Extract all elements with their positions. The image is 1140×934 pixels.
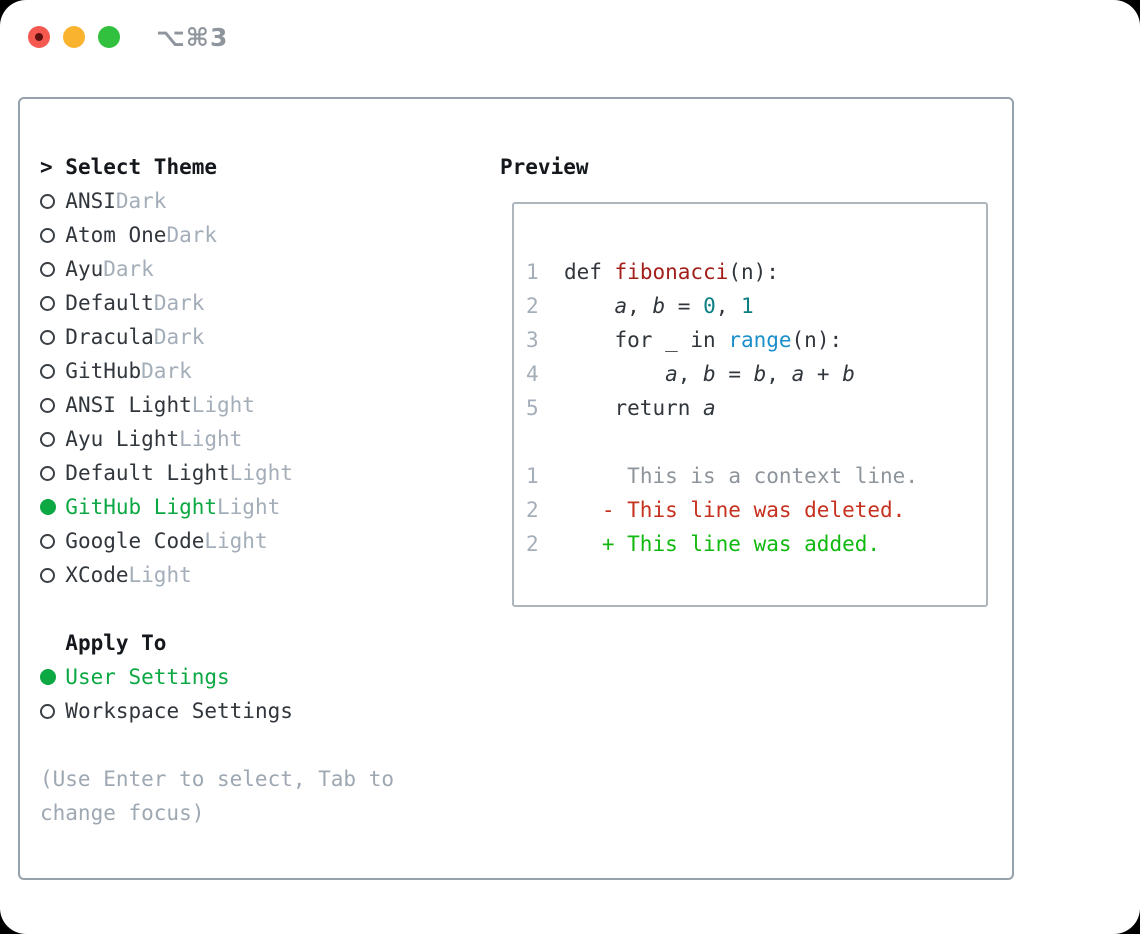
window-shortcut-label: ⌥⌘3 [156,22,229,52]
theme-variant-tag: Light [204,529,268,553]
theme-option-github[interactable]: GitHub Dark [40,354,419,388]
theme-name: Dracula [65,325,154,349]
titlebar: ⌥⌘3 [0,0,1140,74]
preview-title: Preview [500,155,589,179]
code-preview: 1 def fibonacci(n): 2 a, b = 0, 1 3 for _ … [526,255,986,561]
radio-unselected-icon [40,193,65,209]
apply-to-title: Apply To [65,631,167,655]
theme-variant-tag: Dark [115,189,167,213]
spacer [40,592,419,626]
theme-name: Google Code [65,529,205,553]
theme-option-xcode[interactable]: XCode Light [40,558,419,592]
theme-name: GitHub [65,359,142,383]
apply-option-label: Workspace Settings [65,699,293,723]
apply-to-header: Apply To [40,626,419,660]
theme-name: ANSI [65,189,116,213]
apply-option-user-settings[interactable]: User Settings [40,660,419,694]
theme-option-google-code[interactable]: Google Code Light [40,524,419,558]
code-line: 5 return a [526,396,716,420]
spacer [40,728,419,762]
theme-name: XCode [65,563,129,587]
preview-box: 1 def fibonacci(n): 2 a, b = 0, 1 3 for _ … [512,202,988,607]
apply-option-workspace-settings[interactable]: Workspace Settings [40,694,419,728]
radio-selected-icon [40,499,65,515]
theme-option-atom-one[interactable]: Atom One Dark [40,218,419,252]
theme-name: Ayu Light [65,427,180,451]
prompt-icon: > [40,155,53,179]
theme-variant-tag: Light [217,495,281,519]
theme-option-ansi-light[interactable]: ANSI Light Light [40,388,419,422]
apply-option-label: User Settings [65,665,230,689]
theme-name: Default Light [65,461,230,485]
theme-variant-tag: Dark [166,223,218,247]
radio-unselected-icon [40,261,65,277]
radio-unselected-icon [40,533,65,549]
minimize-button[interactable] [63,26,85,48]
theme-option-dracula[interactable]: Dracula Dark [40,320,419,354]
theme-option-github-light[interactable]: GitHub Light Light [40,490,419,524]
theme-variant-tag: Light [179,427,243,451]
traffic-lights [28,26,120,48]
theme-name: ANSI Light [65,393,192,417]
theme-option-ayu-light[interactable]: Ayu Light Light [40,422,419,456]
theme-name: Default [65,291,154,315]
radio-unselected-icon [40,703,65,719]
radio-unselected-icon [40,363,65,379]
theme-variant-tag: Dark [103,257,154,281]
code-line: 1 This is a context line. [526,464,918,488]
theme-variant-tag: Light [128,563,192,587]
theme-name: Atom One [65,223,167,247]
code-line: 2 a, b = 0, 1 [526,294,754,318]
radio-unselected-icon [40,227,65,243]
code-line: 2 - This line was deleted. [526,498,906,522]
radio-unselected-icon [40,465,65,481]
theme-option-default[interactable]: Default Dark [40,286,419,320]
radio-unselected-icon [40,329,65,345]
theme-variant-tag: Dark [153,291,205,315]
select-theme-title: Select Theme [65,155,218,179]
theme-name: Ayu [65,257,104,281]
radio-selected-icon [40,669,65,685]
code-line: 2 + This line was added. [526,532,881,556]
theme-variant-tag: Light [191,393,255,417]
theme-option-ayu[interactable]: Ayu Dark [40,252,419,286]
theme-option-default-light[interactable]: Default Light Light [40,456,419,490]
theme-variant-tag: Dark [153,325,205,349]
code-line: 1 def fibonacci(n): [526,260,779,284]
select-theme-header: > Select Theme [40,150,419,184]
theme-variant-tag: Dark [141,359,192,383]
close-button[interactable] [28,26,50,48]
radio-unselected-icon [40,567,65,583]
help-text: (Use Enter to select, Tab to change focu… [40,767,395,825]
code-line [526,425,986,459]
theme-variant-tag: Light [229,461,293,485]
radio-unselected-icon [40,397,65,413]
radio-unselected-icon [40,431,65,447]
code-line: 3 for _ in range(n): [526,328,843,352]
theme-name: GitHub Light [65,495,218,519]
code-line: 4 a, b = b, a + b [526,362,855,386]
zoom-button[interactable] [98,26,120,48]
radio-unselected-icon [40,295,65,311]
theme-option-ansi[interactable]: ANSI Dark [40,184,419,218]
